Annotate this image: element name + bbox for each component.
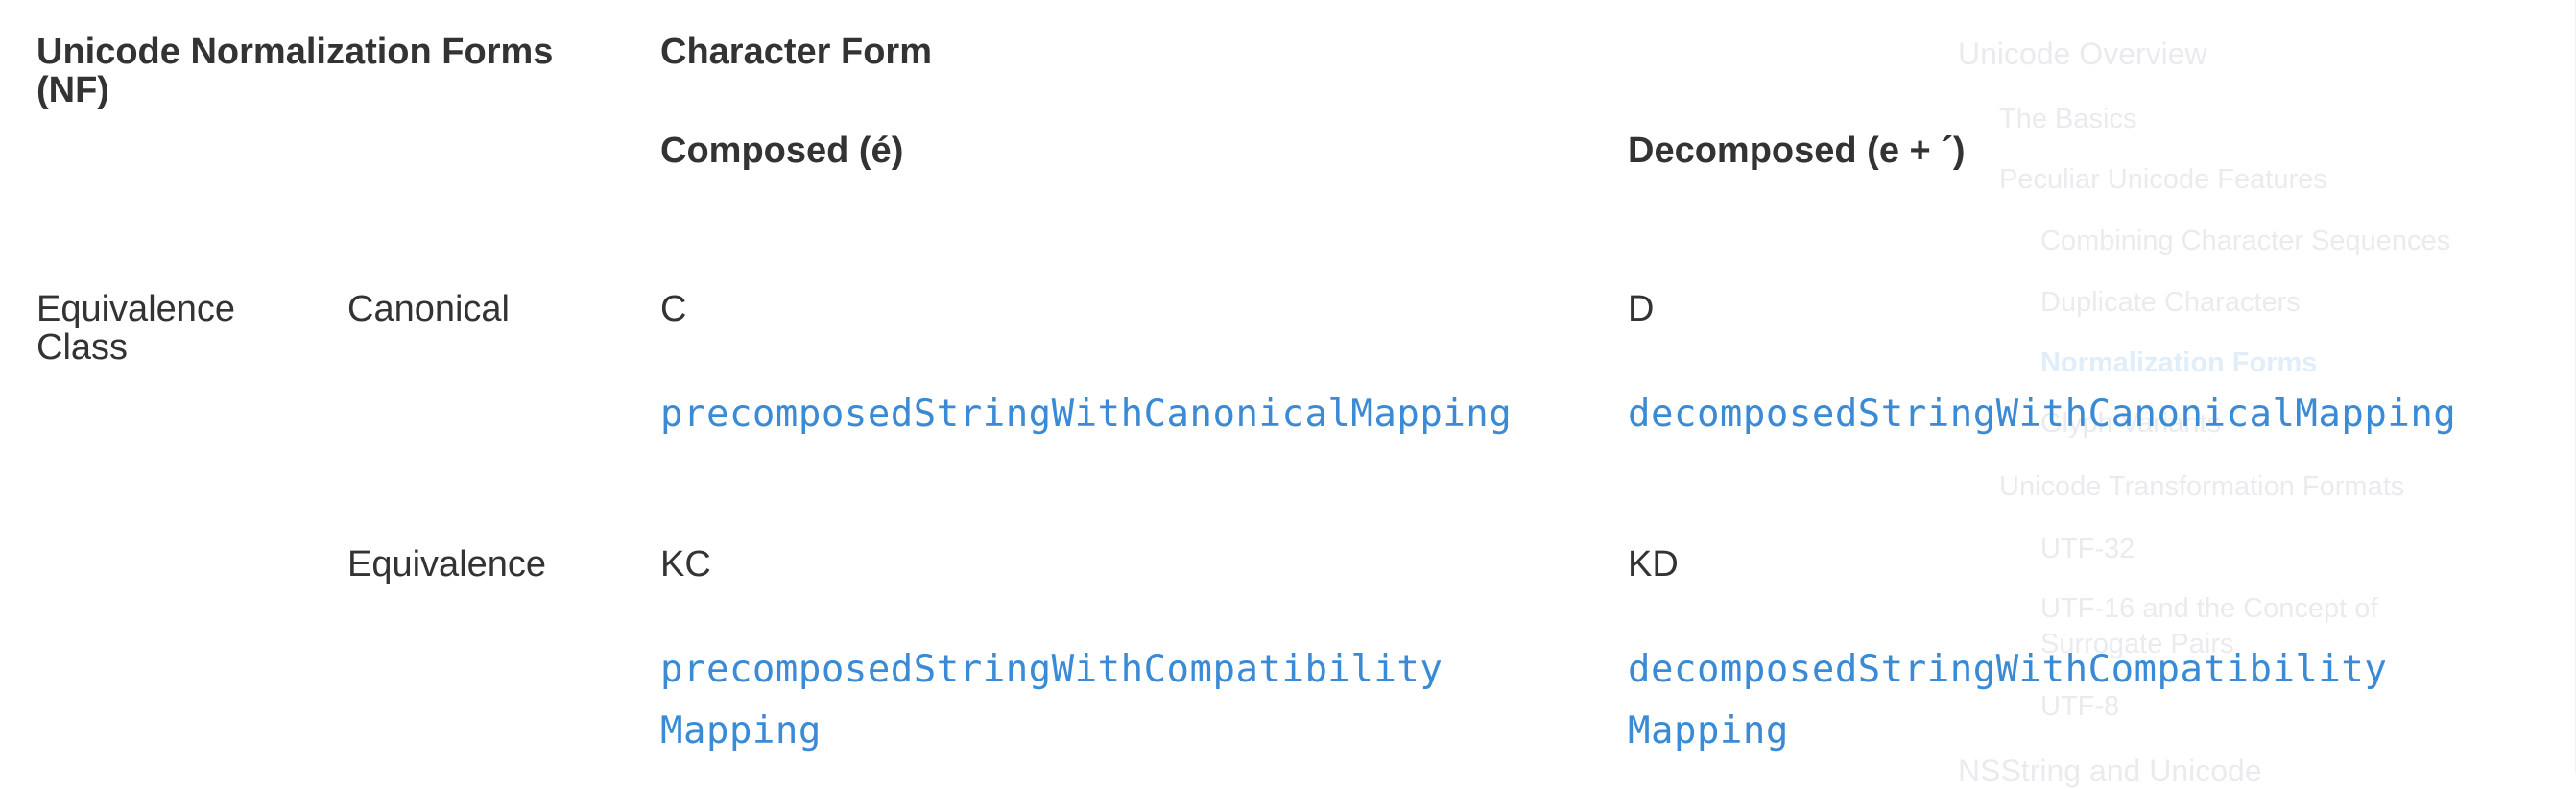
row-type-equivalence: Equivalence [347, 544, 547, 585]
toc-item-utf-16-line2[interactable]: Surrogate Pairs [2040, 629, 2234, 659]
toc-item-glyph-variants[interactable]: Glyph Variants [2040, 408, 2222, 439]
decomposed-canonical-link[interactable]: decomposedStringWithCanonicalMapping [1628, 393, 2457, 436]
composed-form-kc: KC [660, 544, 711, 585]
decomposed-compatibility-link[interactable]: decomposedStringWithCompatibility Mappin… [1628, 639, 2387, 762]
decomposed-form-d: D [1628, 289, 1655, 329]
header-character-form: Character Form [660, 32, 932, 72]
row-type-canonical: Canonical [347, 289, 510, 329]
composed-form-c: C [660, 289, 687, 329]
toc-item-peculiar-unicode-features[interactable]: Peculiar Unicode Features [1999, 164, 2327, 195]
decomposed-compatibility-line1: decomposedStringWithCompatibility [1628, 648, 2388, 691]
decomposed-form-kd: KD [1628, 544, 1679, 585]
toc-item-duplicate-characters[interactable]: Duplicate Characters [2040, 287, 2301, 318]
precomposed-compatibility-link[interactable]: precomposedStringWithCompatibility Mappi… [660, 639, 1443, 762]
precomposed-compatibility-line1: precomposedStringWithCompatibility [660, 648, 1443, 691]
toc-item-unicode-transformation-formats[interactable]: Unicode Transformation Formats [1999, 471, 2405, 502]
toc-item-utf-32[interactable]: UTF-32 [2040, 534, 2135, 564]
toc-item-utf-16-line1[interactable]: UTF-16 and the Concept of [2040, 593, 2378, 624]
header-nf-label: Unicode Normalization Forms (NF) [36, 32, 554, 110]
precomposed-compatibility-line2: Mapping [660, 709, 822, 753]
header-decomposed: Decomposed (e + ´) [1628, 131, 1966, 171]
header-composed: Composed (é) [660, 131, 904, 171]
toc-item-normalization-forms[interactable]: Normalization Forms [2040, 347, 2318, 378]
toc-item-combining-character-sequences[interactable]: Combining Character Sequences [2040, 226, 2451, 256]
row-group-equivalence-class: Equivalence Class [36, 289, 236, 368]
precomposed-canonical-link[interactable]: precomposedStringWithCanonicalMapping [660, 393, 1513, 436]
toc-item-unicode-overview[interactable]: Unicode Overview [1958, 36, 2207, 71]
toc-item-the-basics[interactable]: The Basics [1999, 104, 2137, 134]
decomposed-compatibility-line2: Mapping [1628, 709, 1789, 753]
toc-item-utf-8[interactable]: UTF-8 [2040, 691, 2120, 722]
